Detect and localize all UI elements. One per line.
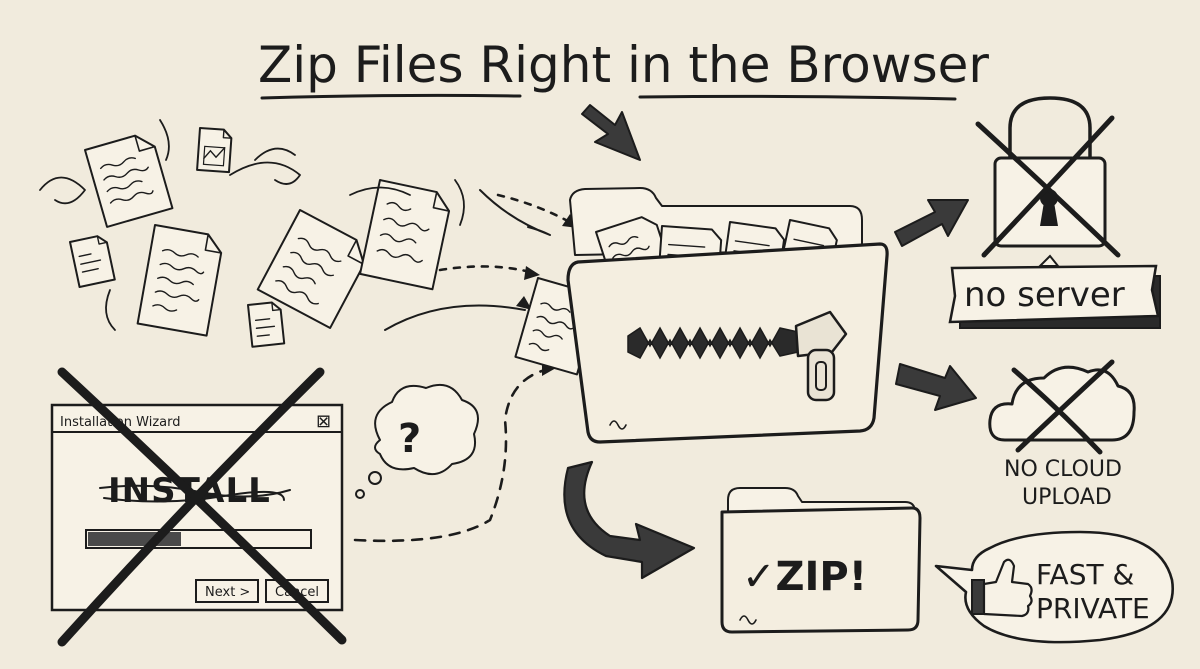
- cross-out-mark: [975, 115, 1121, 258]
- arrow-icon: [894, 199, 969, 247]
- scattered-documents: [39, 119, 465, 348]
- no-cloud-group: NO CLOUD UPLOAD: [895, 359, 1136, 510]
- title-group: Zip Files Right in the Browser: [258, 36, 989, 101]
- document-icon: [196, 127, 233, 174]
- fast-private-line-1: FAST &: [1036, 558, 1134, 591]
- document-icon: [359, 179, 451, 291]
- cross-out-mark: [57, 367, 347, 647]
- no-cloud-line-2: UPLOAD: [1022, 485, 1112, 510]
- wizard-window: [50, 403, 344, 612]
- diagram-title: Zip Files Right in the Browser: [258, 36, 989, 94]
- document-icon: [69, 235, 116, 288]
- zipped-folder: [514, 187, 889, 444]
- fast-private-bubble: FAST & PRIVATE: [934, 530, 1175, 644]
- no-cloud-line-1: NO CLOUD: [1004, 457, 1122, 482]
- no-server-group: no server: [894, 96, 1161, 329]
- arrow-icon: [895, 363, 977, 411]
- zip-label: ✓ZIP!: [742, 554, 867, 600]
- fast-private-line-2: PRIVATE: [1036, 592, 1150, 625]
- no-server-banner: no server: [948, 254, 1161, 329]
- wizard-close-icon: ⊠: [316, 411, 331, 432]
- cross-out-mark: [1011, 359, 1115, 455]
- wizard-next-label: Next >: [205, 585, 250, 600]
- document-icon: [136, 224, 223, 337]
- question-mark: ?: [398, 416, 421, 462]
- folder-icon: [720, 487, 922, 634]
- zipper-icon: [627, 310, 848, 402]
- arrow-icon: [563, 460, 696, 580]
- cloud-icon: [988, 365, 1136, 442]
- document-icon: [84, 134, 174, 228]
- wizard-next-button[interactable]: [195, 579, 259, 603]
- arrow-icon: [581, 104, 641, 161]
- wizard-progress-track: [85, 529, 312, 549]
- thumbs-up-icon: [971, 558, 1033, 618]
- document-icon: [256, 209, 365, 329]
- thought-bubble-icon: ?: [355, 384, 479, 499]
- result-group: ✓ZIP!: [563, 460, 922, 634]
- padlock-icon: [993, 96, 1107, 248]
- installation-wizard: Installation Wizard ⊠ INSTALL Next > Can…: [50, 367, 347, 647]
- document-icon: [247, 301, 286, 348]
- no-server-label: no server: [964, 275, 1125, 315]
